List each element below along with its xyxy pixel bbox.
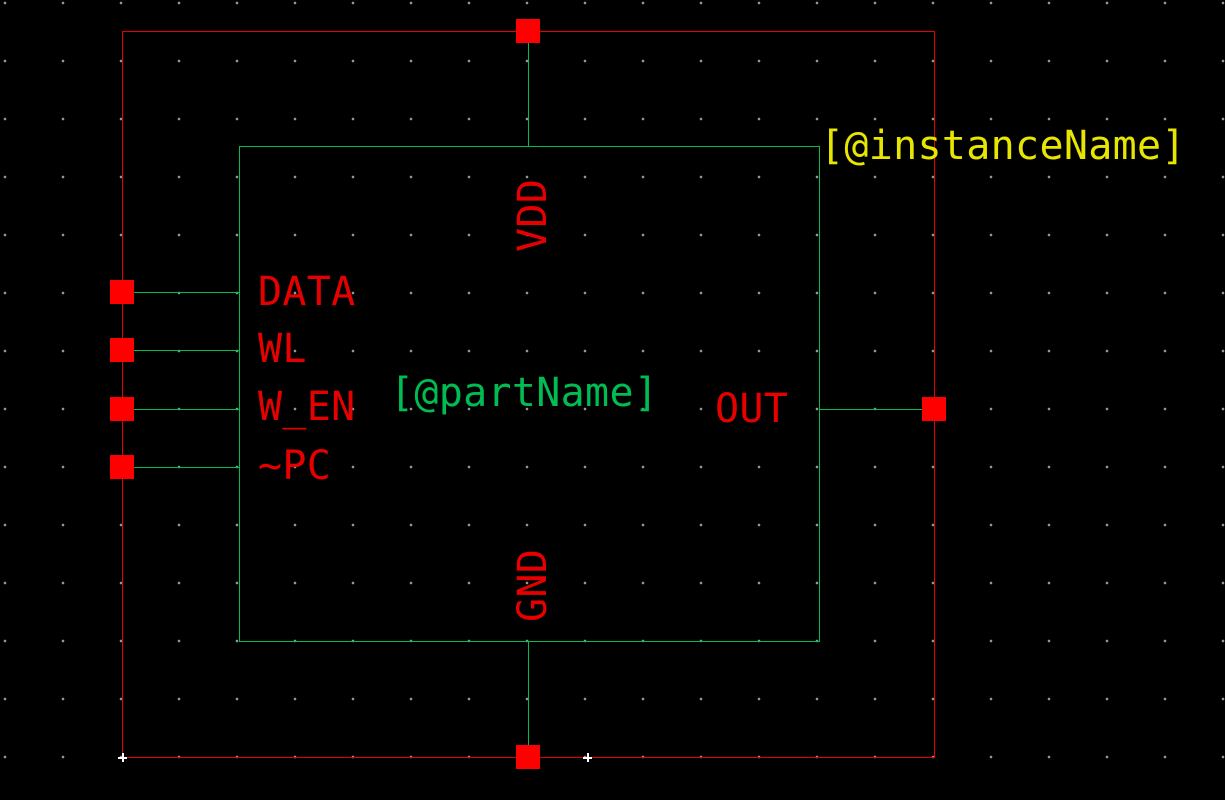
origin-marker-cross [118, 753, 127, 762]
instance-name-label[interactable]: [@instanceName] [820, 123, 1186, 169]
pin-square-vdd[interactable] [516, 19, 540, 43]
pin-square-wl[interactable] [110, 338, 134, 362]
pin-square-data[interactable] [110, 280, 134, 304]
pin-wire-pc[interactable] [123, 467, 239, 468]
pin-label-vdd[interactable]: VDD [510, 178, 556, 252]
pin-square-pc[interactable] [110, 455, 134, 479]
pin-label-w-en[interactable]: W_EN [258, 384, 356, 430]
pin-square-gnd[interactable] [516, 745, 540, 769]
pin-label-out[interactable]: OUT [715, 386, 789, 432]
pin-label-wl[interactable]: WL [258, 326, 307, 372]
pin-wire-gnd[interactable] [528, 642, 529, 757]
edit-point-cross [583, 753, 592, 762]
pin-square-w-en[interactable] [110, 397, 134, 421]
pin-wire-wl[interactable] [123, 350, 239, 351]
pin-wire-data[interactable] [123, 292, 239, 293]
pin-label-gnd[interactable]: GND [510, 548, 556, 622]
pin-wire-vdd[interactable] [528, 32, 529, 146]
pin-label-data[interactable]: DATA [258, 269, 356, 315]
symbol-body-rect[interactable] [239, 146, 820, 642]
part-name-label[interactable]: [@partName] [390, 370, 659, 416]
pin-wire-w-en[interactable] [123, 409, 239, 410]
pin-wire-out[interactable] [819, 409, 934, 410]
pin-label-pc[interactable]: ~PC [258, 443, 332, 489]
pin-square-out[interactable] [922, 397, 946, 421]
